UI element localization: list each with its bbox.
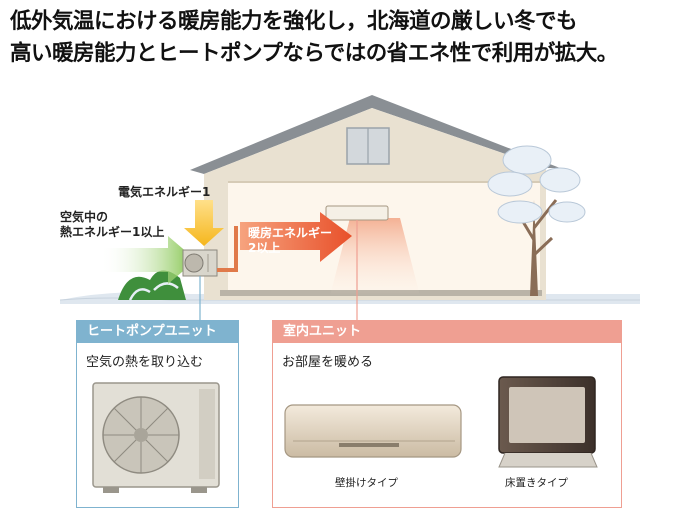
scene-outdoor-unit [182, 249, 218, 277]
house [190, 95, 560, 300]
warm-air-glow [330, 218, 420, 296]
heat-pump-panel-description: 空気の熱を取り込む [86, 355, 204, 370]
indoor-unit-panel: 室内ユニット お部屋を暖める 壁掛けタイプ 床置きタイプ [272, 320, 622, 508]
heat-pump-panel: ヒートポンプユニット 空気の熱を取り込む [76, 320, 239, 508]
headline-line-1: 低外気温における暖房能力を強化し，北海道の厳しい冬でも [10, 9, 578, 34]
air-heat-label-line1: 空気中の [60, 210, 109, 224]
indoor-panel-description: お部屋を暖める [282, 355, 374, 370]
air-heat-label: 空気中の 熱エネルギー1以上 [60, 210, 190, 240]
air-heat-label-line2: 熱エネルギー1以上 [60, 225, 165, 239]
outdoor-unit-image [92, 382, 220, 493]
heating-energy-label: 暖房エネルギー 2以上 [248, 226, 348, 256]
headline: 低外気温における暖房能力を強化し，北海道の厳しい冬でも 高い暖房能力とヒートポン… [10, 6, 694, 70]
headline-line-2: 高い暖房能力とヒートポンプならではの省エネ性で利用が拡大。 [10, 41, 618, 66]
electric-energy-label: 電気エネルギー1 [118, 185, 211, 199]
floor-unit-image [498, 376, 598, 468]
air-heat-arrow [100, 236, 196, 284]
wall-type-caption: 壁掛けタイプ [335, 477, 398, 489]
indoor-panel-title: 室内ユニット [273, 321, 621, 343]
scene-wall-unit [325, 205, 389, 221]
floor-type-caption: 床置きタイプ [505, 477, 568, 489]
snowy-tree [487, 145, 586, 296]
refrigerant-pipe [217, 226, 238, 272]
heat-pump-panel-title: ヒートポンプユニット [77, 321, 238, 343]
electric-energy-arrow [184, 200, 224, 246]
heating-energy-label-line2: 2以上 [248, 241, 281, 255]
heating-energy-arrow [240, 212, 352, 262]
heating-energy-label-line1: 暖房エネルギー [248, 226, 333, 240]
wall-unit-image [284, 404, 462, 458]
